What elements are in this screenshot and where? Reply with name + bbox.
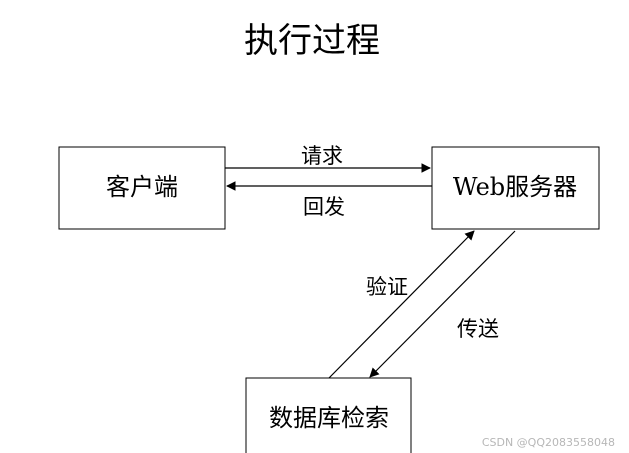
page-title: 执行过程 bbox=[244, 21, 380, 61]
web-server-label: Web服务器 bbox=[453, 173, 577, 201]
client-box bbox=[58, 146, 226, 230]
web-server-box bbox=[431, 146, 600, 230]
watermark-text: CSDN @QQ2083558048 bbox=[482, 436, 615, 449]
reply-label: 回发 bbox=[303, 195, 345, 219]
request-label: 请求 bbox=[301, 144, 343, 168]
transfer-label: 传送 bbox=[457, 317, 499, 341]
verify-label: 验证 bbox=[366, 275, 408, 299]
verify-arrow bbox=[328, 230, 475, 379]
client-label: 客户端 bbox=[106, 173, 178, 201]
database-search-label: 数据库检索 bbox=[269, 404, 389, 432]
database-search-box bbox=[245, 377, 412, 453]
transfer-arrow bbox=[369, 230, 516, 378]
